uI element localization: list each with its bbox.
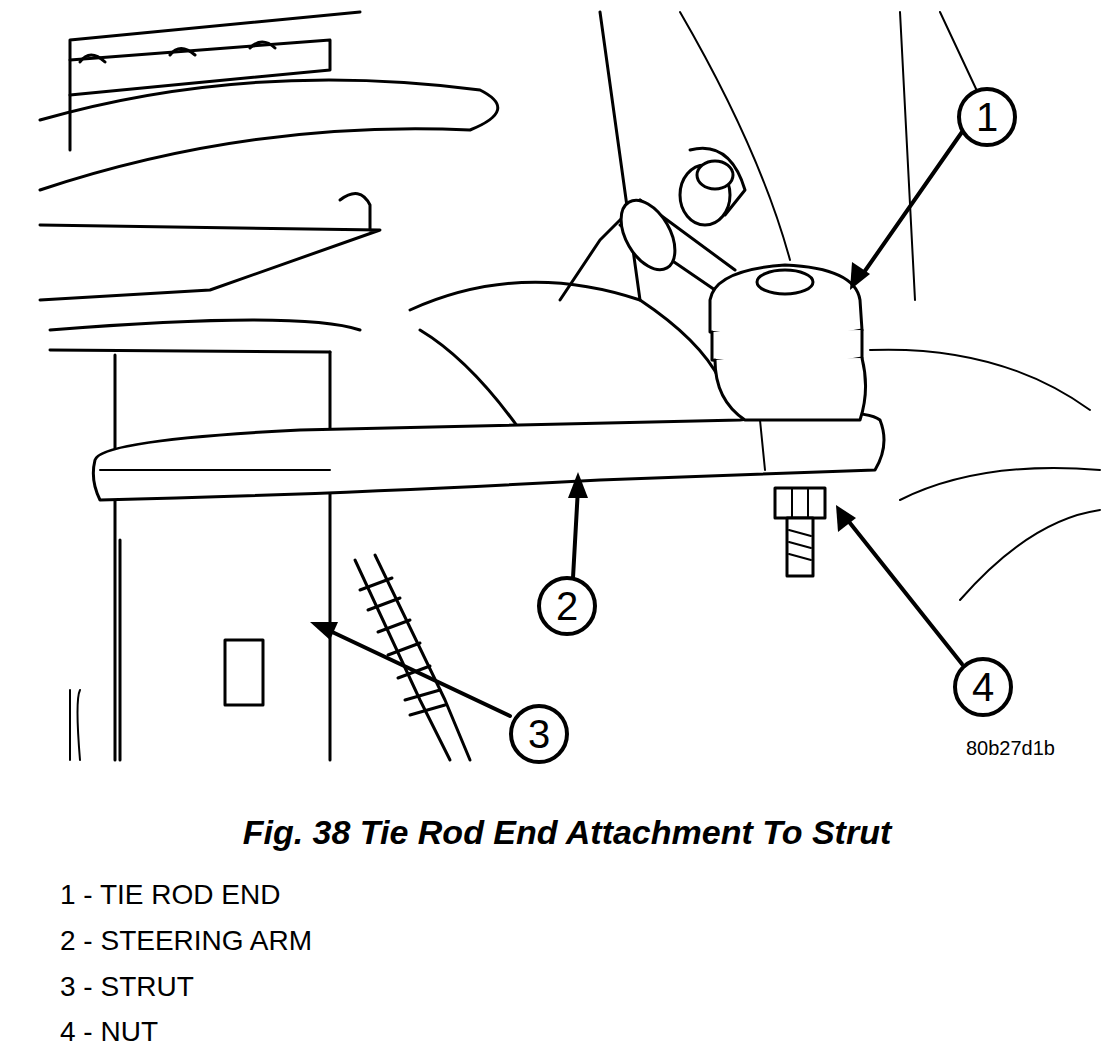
callout-circle: 3 bbox=[509, 704, 569, 764]
leader-line bbox=[846, 518, 962, 664]
mount bbox=[340, 194, 370, 230]
callout-circle: 4 bbox=[953, 657, 1013, 717]
drawing-id: 80b27d1b bbox=[966, 735, 1055, 761]
brake-hose bbox=[355, 555, 470, 760]
arrowheads bbox=[310, 262, 870, 640]
sleeve-end bbox=[697, 161, 733, 189]
callout-number: 4 bbox=[972, 667, 994, 707]
strut-tab bbox=[225, 640, 263, 705]
callout-circle: 2 bbox=[537, 576, 597, 636]
tie-rod-end-top bbox=[757, 270, 813, 294]
tie-rod-end-boot bbox=[715, 358, 866, 420]
nut bbox=[775, 488, 825, 518]
strut-body bbox=[115, 352, 330, 760]
leader-line bbox=[573, 488, 578, 578]
body-line bbox=[70, 12, 640, 300]
legend-key: 2 - STEERING ARM bbox=[60, 924, 312, 958]
bracket-slots bbox=[80, 42, 275, 62]
arrowhead bbox=[310, 622, 338, 640]
knuckle bbox=[410, 282, 720, 430]
body-line bbox=[680, 12, 1000, 300]
leader-line bbox=[328, 630, 510, 716]
callout-circle: 1 bbox=[957, 87, 1017, 147]
callout-number: 3 bbox=[528, 714, 550, 754]
hose-fitting bbox=[360, 578, 445, 715]
callout-number: 1 bbox=[976, 97, 998, 137]
legend-key: 1 - TIE ROD END bbox=[60, 878, 280, 912]
arrowhead bbox=[850, 262, 870, 290]
arrowhead bbox=[568, 472, 588, 498]
leader-line bbox=[860, 132, 962, 278]
strut-edge bbox=[70, 690, 80, 760]
adjuster-sleeve bbox=[690, 148, 745, 215]
figure-caption: Fig. 38 Tie Rod End Attachment To Strut bbox=[243, 812, 892, 852]
arm-detail bbox=[100, 420, 765, 470]
seat-line bbox=[50, 320, 360, 352]
nut-flat bbox=[792, 488, 808, 518]
legend-key: 3 - STRUT bbox=[60, 970, 194, 1004]
stud-thread bbox=[789, 530, 811, 560]
tie-rod-end bbox=[710, 265, 862, 338]
arrowhead bbox=[836, 505, 856, 532]
stud bbox=[787, 518, 813, 576]
spring-coil bbox=[40, 80, 498, 190]
jam-nut bbox=[610, 191, 686, 279]
fender-line bbox=[870, 350, 1100, 600]
steering-arm bbox=[93, 413, 884, 501]
callout-number: 2 bbox=[556, 586, 578, 626]
leader-lines bbox=[328, 132, 962, 716]
spring-seat bbox=[40, 225, 380, 300]
legend-key: 4 - NUT bbox=[60, 1015, 158, 1049]
